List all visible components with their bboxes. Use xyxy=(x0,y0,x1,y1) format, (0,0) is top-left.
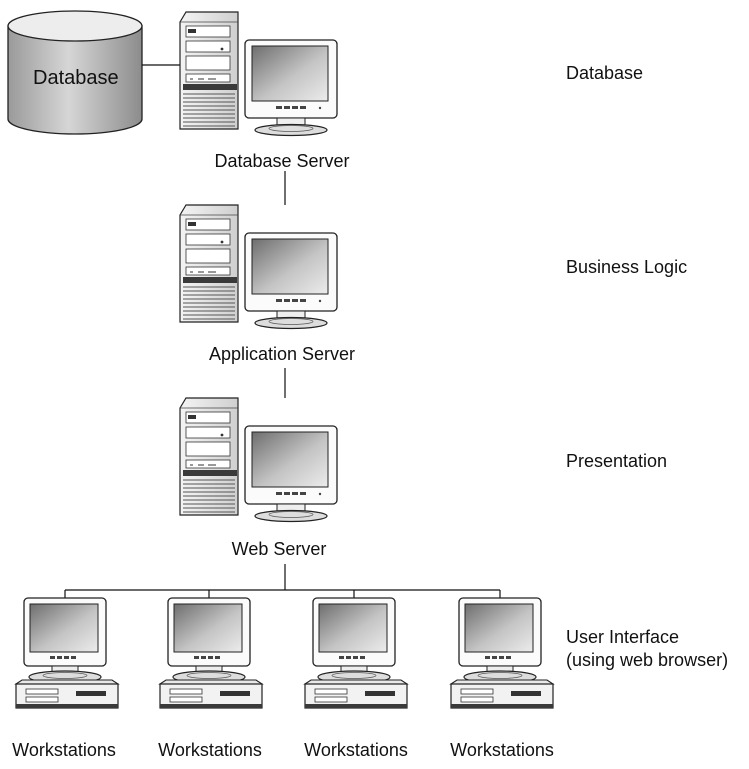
database-cylinder-icon xyxy=(7,10,143,135)
database-server-label: Database Server xyxy=(214,151,350,171)
tier-presentation: Presentation xyxy=(566,451,668,471)
application-server-icon xyxy=(179,204,338,330)
workstation-label: Workstations xyxy=(304,740,408,760)
tier-database: Database xyxy=(566,63,644,83)
workstation-label: Workstations xyxy=(12,740,116,760)
workstation-icon xyxy=(15,597,119,709)
database-server-icon xyxy=(179,11,338,137)
workstation-icon xyxy=(159,597,263,709)
workstation-icon xyxy=(304,597,408,709)
tier-user-interface: User Interface (using web browser) xyxy=(566,626,728,671)
workstation-label: Workstations xyxy=(450,740,554,760)
connection-lines xyxy=(64,171,501,598)
application-server-label: Application Server xyxy=(208,344,356,364)
workstation-label: Workstations xyxy=(158,740,262,760)
tier-business-logic: Business Logic xyxy=(566,257,688,277)
web-server-label: Web Server xyxy=(231,539,327,559)
workstation-icon xyxy=(450,597,554,709)
tier-user-interface-line1: User Interface xyxy=(566,627,680,647)
database-label: Database xyxy=(33,67,119,89)
tier-user-interface-line2: (using web browser) xyxy=(566,649,729,670)
web-server-icon xyxy=(179,397,338,523)
